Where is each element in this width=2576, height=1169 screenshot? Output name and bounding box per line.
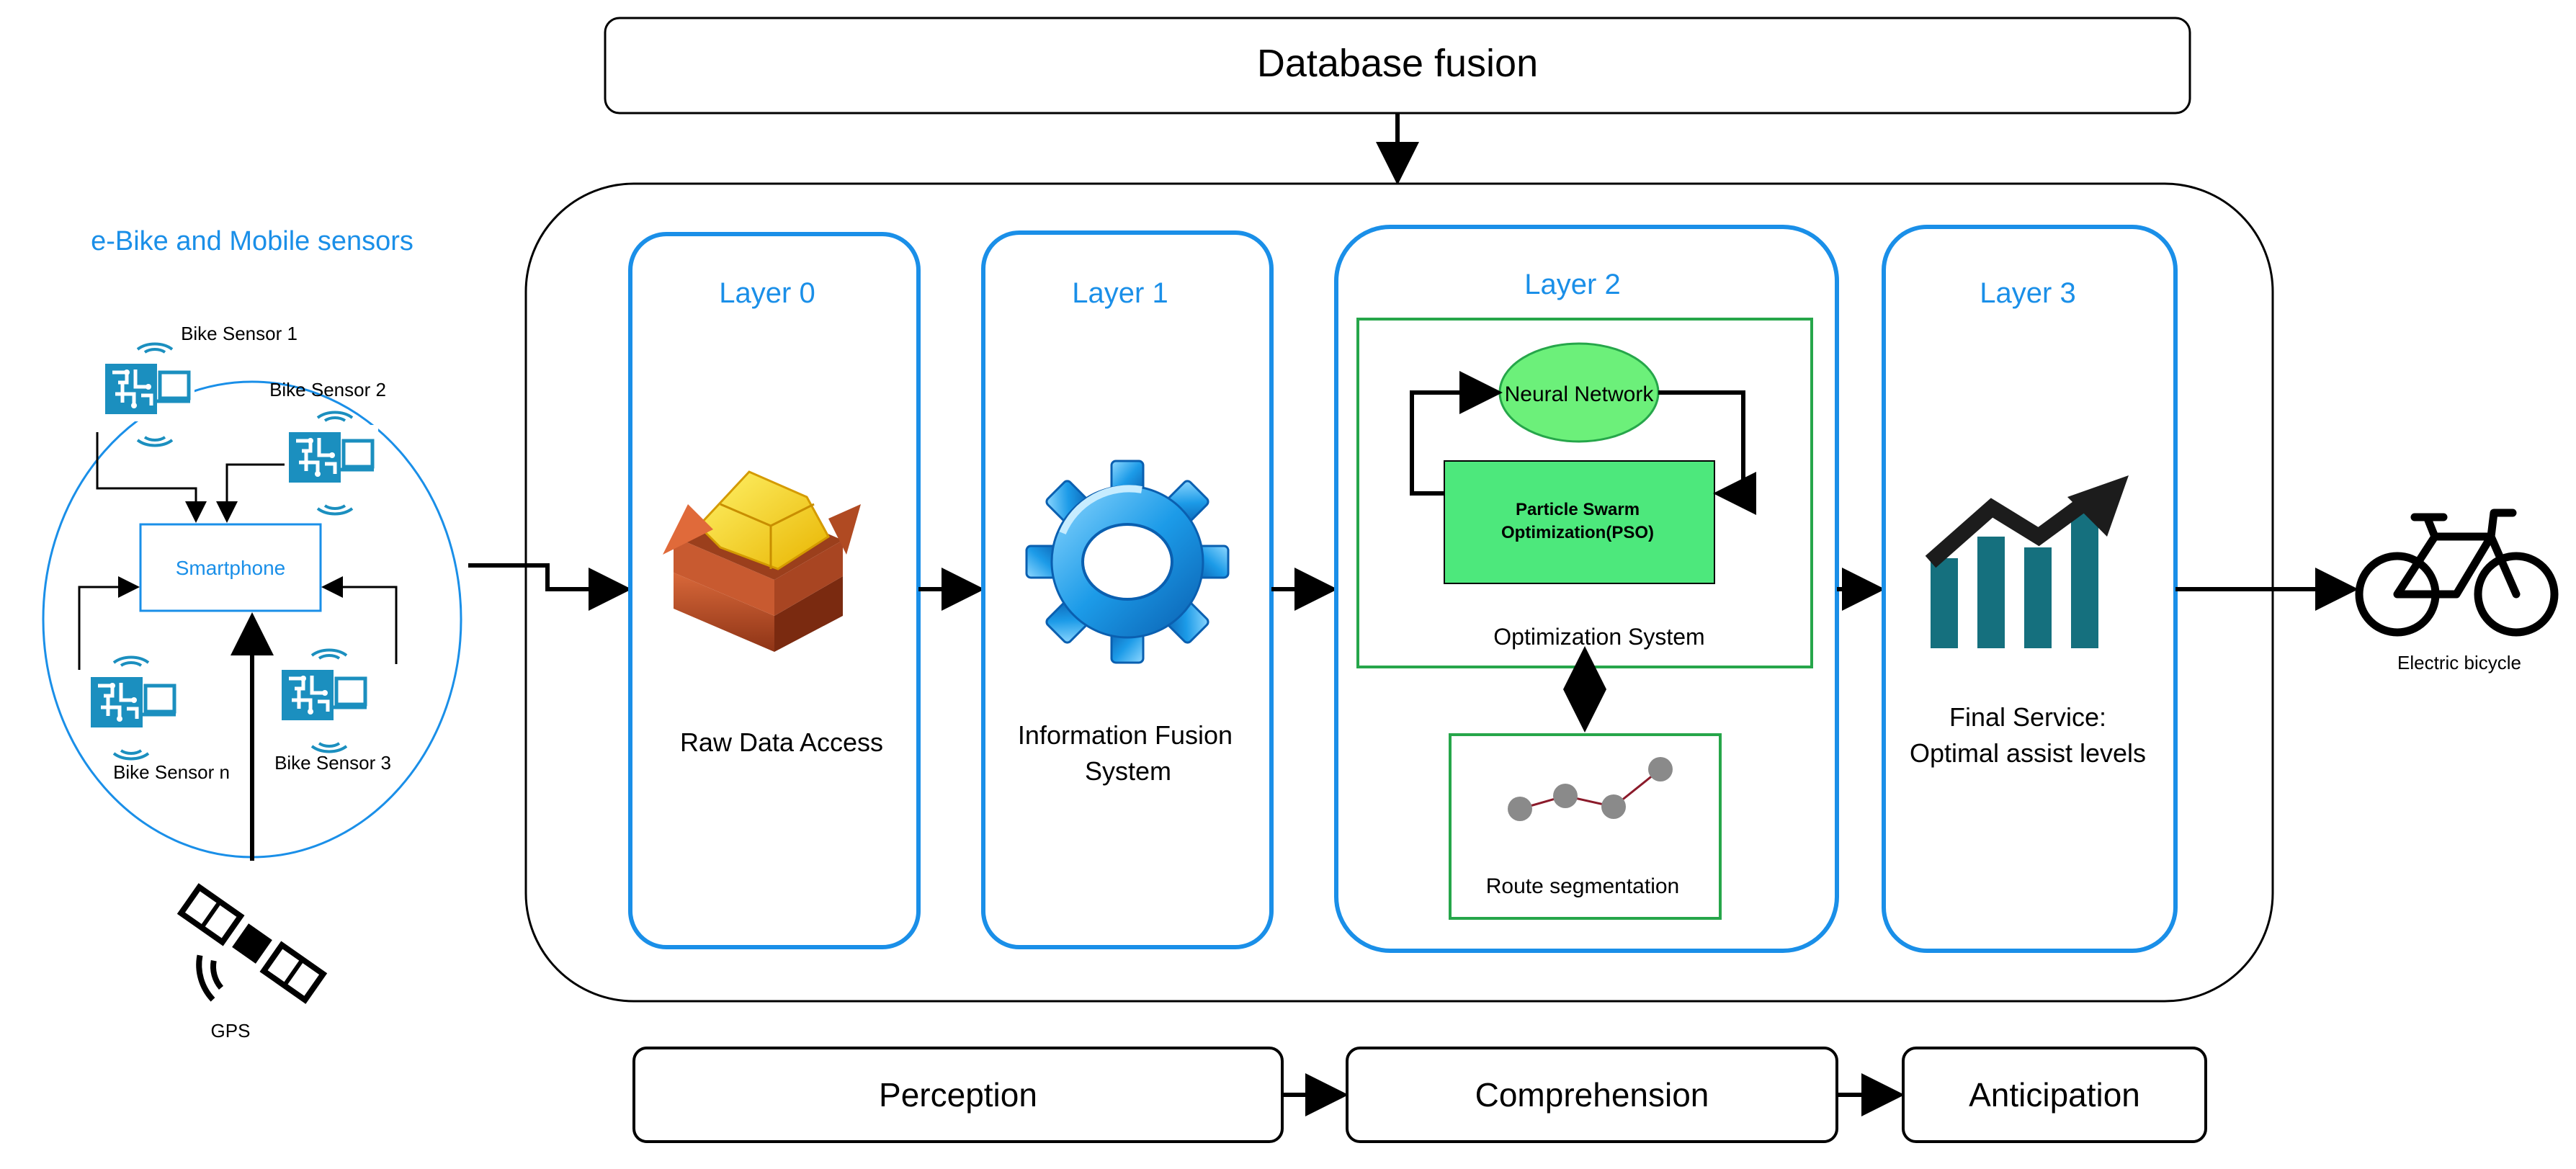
route-segments-icon bbox=[1508, 757, 1673, 821]
layer3-title: Layer 3 bbox=[1980, 277, 2075, 309]
sensors-title: e-Bike and Mobile sensors bbox=[91, 226, 413, 256]
sensors-to-layer0-arrow bbox=[468, 563, 632, 611]
bike-sensor-3-label: Bike Sensor 3 bbox=[274, 752, 391, 774]
smartphone-box bbox=[139, 523, 322, 612]
stage-comprehension-label: Comprehension bbox=[1475, 1076, 1709, 1114]
stage-anticipation-label: Anticipation bbox=[1969, 1076, 2140, 1114]
package-box-icon bbox=[663, 470, 861, 652]
sensorn-connector bbox=[78, 576, 140, 670]
neural-network-label: Neural Network bbox=[1505, 382, 1655, 406]
layer1-title: Layer 1 bbox=[1072, 277, 1168, 309]
database-fusion-title: Database fusion bbox=[1257, 42, 1538, 85]
pso-box bbox=[1444, 460, 1715, 584]
pso-label-line2: Optimization(PSO) bbox=[1501, 523, 1654, 542]
layer0-title: Layer 0 bbox=[719, 277, 815, 309]
gear-icon bbox=[1025, 460, 1230, 664]
layer2-title: Layer 2 bbox=[1524, 269, 1620, 300]
pso-label-line1: Particle Swarm bbox=[1516, 500, 1640, 519]
stage-anticipation-box bbox=[1902, 1047, 2207, 1143]
layer0-caption: Raw Data Access bbox=[680, 727, 883, 757]
sensor3-connector bbox=[321, 576, 398, 664]
route-segmentation-box bbox=[1449, 733, 1722, 920]
sensor2-connector bbox=[216, 463, 285, 523]
stage-perception-label: Perception bbox=[879, 1076, 1037, 1114]
layer3-caption-line1: Final Service: bbox=[1949, 702, 2106, 732]
route-segmentation-label: Route segmentation bbox=[1486, 874, 1680, 898]
layer1-caption-line1: Information Fusion bbox=[1018, 720, 1233, 750]
electric-bicycle-label: Electric bicycle bbox=[2397, 652, 2521, 673]
layer1-caption-line2: System bbox=[1085, 756, 1171, 786]
bike-sensor-n-label: Bike Sensor n bbox=[113, 761, 230, 783]
bike-sensor-1-label: Bike Sensor 1 bbox=[181, 323, 298, 344]
smartphone-label: Smartphone bbox=[176, 557, 286, 579]
gps-label: GPS bbox=[211, 1020, 251, 1042]
gps-satellite-icon bbox=[176, 883, 328, 1004]
optimization-system-label: Optimization System bbox=[1493, 624, 1704, 650]
sensor1-connector bbox=[96, 432, 207, 523]
trend-chart-icon bbox=[1925, 475, 2129, 648]
nn-to-pso-arrow bbox=[1658, 390, 1756, 515]
pso-to-nn-arrow bbox=[1410, 371, 1503, 496]
layer3-caption-line2: Optimal assist levels bbox=[1910, 738, 2146, 768]
bicycle-icon bbox=[2355, 509, 2559, 637]
bike-sensor-2-label: Bike Sensor 2 bbox=[269, 379, 386, 400]
